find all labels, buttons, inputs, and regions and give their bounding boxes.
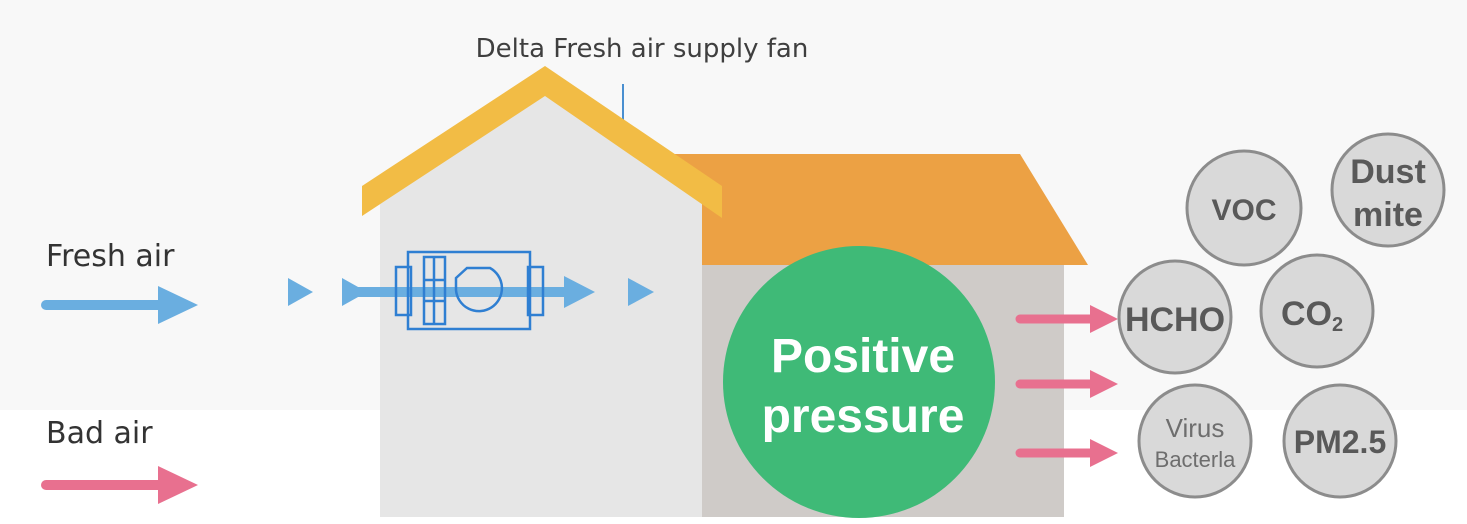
fresh-air-main-arrow [352, 276, 595, 308]
house-left-roof [362, 66, 722, 218]
bad-air-out-arrow-1 [1015, 305, 1118, 333]
pollutant-co2-label: CO2 [1281, 295, 1343, 336]
pollutant-pm25: PM2.5 [1282, 383, 1398, 499]
pollutant-dust-mite: Dust mite [1330, 132, 1446, 248]
pollutant-voc: VOC [1185, 149, 1303, 267]
pollutant-pm25-label: PM2.5 [1294, 424, 1386, 460]
pollutant-virus-line2: Bacterla [1155, 447, 1236, 472]
arrow-right-icon [628, 278, 654, 306]
positive-pressure-line2: pressure [762, 390, 965, 443]
pollutant-dust-mite-line2: mite [1353, 196, 1423, 234]
bad-air-out-arrow-2 [1015, 370, 1118, 398]
positive-pressure-line1: Positive [771, 330, 955, 383]
pollutant-hcho-label: HCHO [1125, 301, 1225, 339]
pollutant-virus-bacteria: Virus Bacterla [1137, 383, 1253, 499]
pollutant-virus-line1: Virus [1166, 413, 1225, 443]
pollutant-co2-sub: 2 [1332, 314, 1343, 336]
positive-pressure-bubble [723, 246, 995, 518]
house-right-roof [660, 154, 1088, 265]
pollutant-co2: CO2 [1259, 253, 1375, 369]
bad-air-label: Bad air [46, 416, 153, 451]
pollutant-dust-mite-line1: Dust [1350, 153, 1426, 191]
pollutant-voc-label: VOC [1211, 194, 1276, 227]
house-left-wall [380, 92, 702, 517]
title-label: Delta Fresh air supply fan [476, 34, 809, 64]
fresh-air-label: Fresh air [46, 239, 175, 274]
pollutant-co2-main: CO [1281, 295, 1332, 333]
fan-unit-icon [394, 250, 545, 331]
bad-air-legend-arrow [41, 466, 198, 504]
fresh-air-legend-arrow [41, 286, 198, 324]
arrow-right-icon [288, 278, 313, 306]
pollutant-hcho: HCHO [1117, 259, 1233, 375]
bad-air-out-arrow-3 [1015, 439, 1118, 467]
